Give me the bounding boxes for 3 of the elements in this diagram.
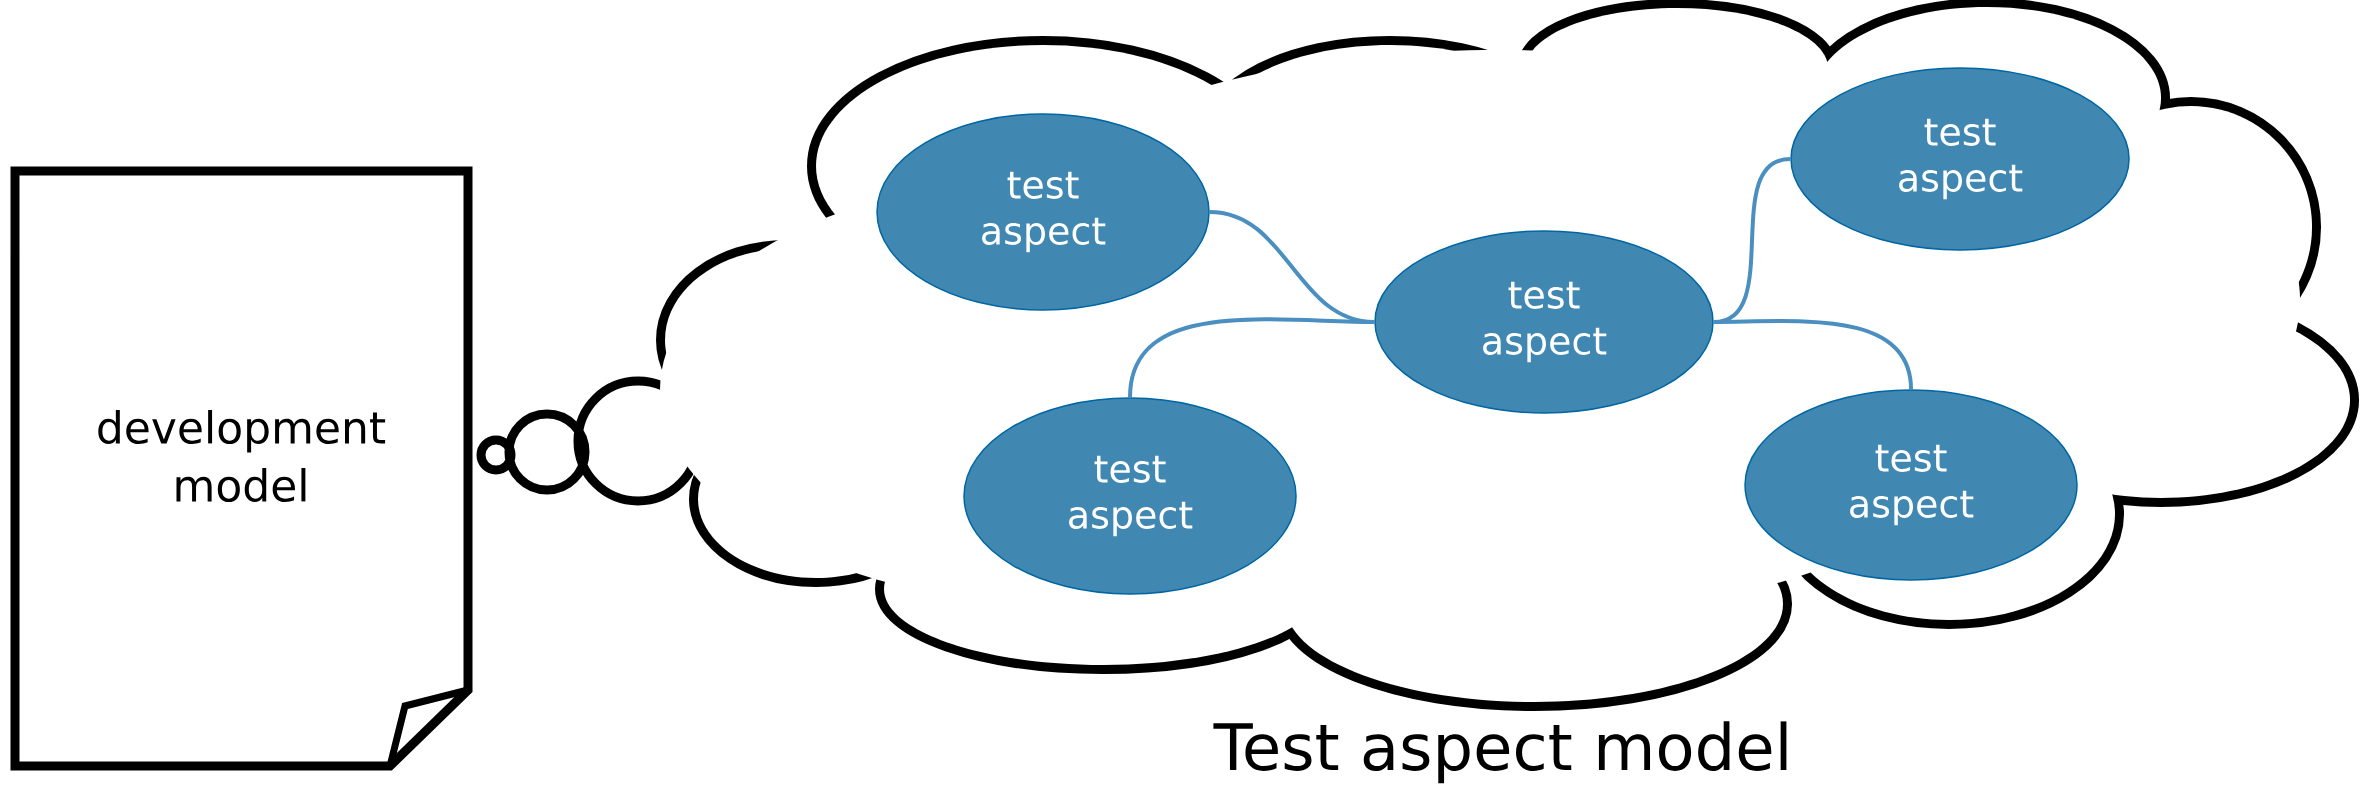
connector-line bbox=[1713, 319, 1913, 390]
node-label: Test aspect model bbox=[1213, 721, 1787, 784]
connector-line bbox=[1128, 317, 1375, 398]
